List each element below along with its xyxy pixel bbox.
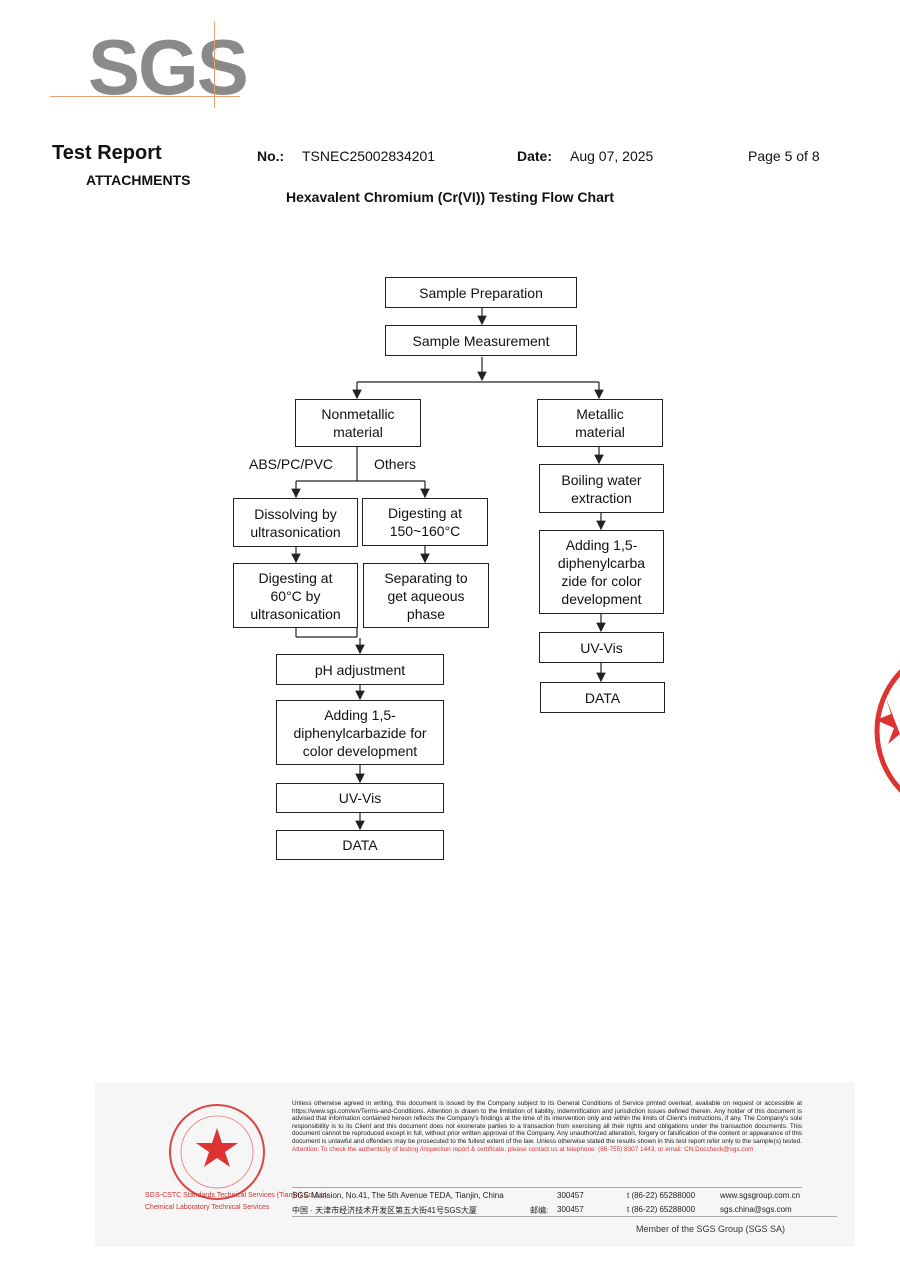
box-metallic-material: Metallic material	[537, 399, 663, 447]
phone-cn: t (86-22) 65288000	[627, 1205, 696, 1214]
flow-connectors	[291, 308, 606, 831]
attention-text: Attention: To check the authenticity of …	[292, 1145, 754, 1153]
email-cn: sgs.china@sgs.com	[720, 1205, 792, 1214]
footer-divider-1	[292, 1187, 802, 1188]
box-digesting-150-160: Digesting at 150~160°C	[362, 498, 488, 546]
logo-divider-horizontal	[50, 96, 240, 97]
address-en: SGS Mansion, No.41, The 5th Avenue TEDA,…	[292, 1191, 504, 1200]
logo-divider-vertical	[214, 22, 215, 108]
phone-en: t (86-22) 65288000	[627, 1191, 696, 1200]
seal-company-text: SGS-CSTC Standards Technical Services (T…	[145, 1192, 329, 1199]
footer-divider-2	[292, 1216, 837, 1217]
address-cn: 中国 · 天津市经济技术开发区第五大街41号SGS大厦	[292, 1206, 477, 1215]
postcode-cn: 300457	[557, 1205, 584, 1214]
flow-chart-title: Hexavalent Chromium (Cr(VI)) Testing Flo…	[286, 189, 614, 205]
footer-panel	[95, 1082, 855, 1247]
box-adding-diphenylcarbazide-left: Adding 1,5- diphenylcarbazide for color …	[276, 700, 444, 765]
box-uv-vis-left: UV-Vis	[276, 783, 444, 813]
box-data-left: DATA	[276, 830, 444, 860]
box-sample-preparation: Sample Preparation	[385, 277, 577, 308]
box-ph-adjustment: pH adjustment	[276, 654, 444, 685]
box-digesting-60-ultrasonication: Digesting at 60°C by ultrasonication	[233, 563, 358, 628]
box-boiling-water-extraction: Boiling water extraction	[539, 464, 664, 513]
website-en: www.sgsgroup.com.cn	[720, 1191, 801, 1200]
disclaimer-text: Unless otherwise agreed in writing, this…	[292, 1100, 802, 1145]
postcode-en: 300457	[557, 1191, 584, 1200]
footer-disclaimer: Unless otherwise agreed in writing, this…	[292, 1100, 802, 1153]
company-seal	[155, 1100, 285, 1210]
branch-label-others: Others	[374, 456, 417, 472]
box-adding-diphenylcarbazide-right: Adding 1,5- diphenylcarba zide for color…	[539, 530, 664, 614]
date-value: Aug 07, 2025	[570, 148, 654, 164]
report-title: Test Report	[52, 142, 162, 164]
report-no-value: TSNEC25002834201	[302, 148, 436, 164]
attachments-label: ATTACHMENTS	[86, 172, 191, 188]
box-dissolving-ultrasonication: Dissolving by ultrasonication	[233, 498, 358, 547]
box-uv-vis-right: UV-Vis	[539, 632, 664, 663]
box-nonmetallic-material: Nonmetallic material	[295, 399, 421, 447]
box-data-right: DATA	[540, 682, 665, 713]
member-of-sgs-group: Member of the SGS Group (SGS SA)	[636, 1224, 786, 1234]
page-number: Page 5 of 8	[748, 148, 820, 164]
sgs-logo: SGS	[88, 23, 249, 111]
partial-seal-right	[872, 636, 900, 826]
date-label: Date:	[517, 148, 553, 164]
postcode-cn-label: 邮编:	[530, 1206, 549, 1215]
box-separating-aqueous-phase: Separating to get aqueous phase	[363, 563, 489, 628]
report-no-label: No.:	[257, 148, 285, 164]
branch-label-abs-pc-pvc: ABS/PC/PVC	[249, 456, 334, 472]
box-sample-measurement: Sample Measurement	[385, 325, 577, 356]
seal-lab-text: Chemical Laboratory Technical Services	[145, 1204, 270, 1211]
